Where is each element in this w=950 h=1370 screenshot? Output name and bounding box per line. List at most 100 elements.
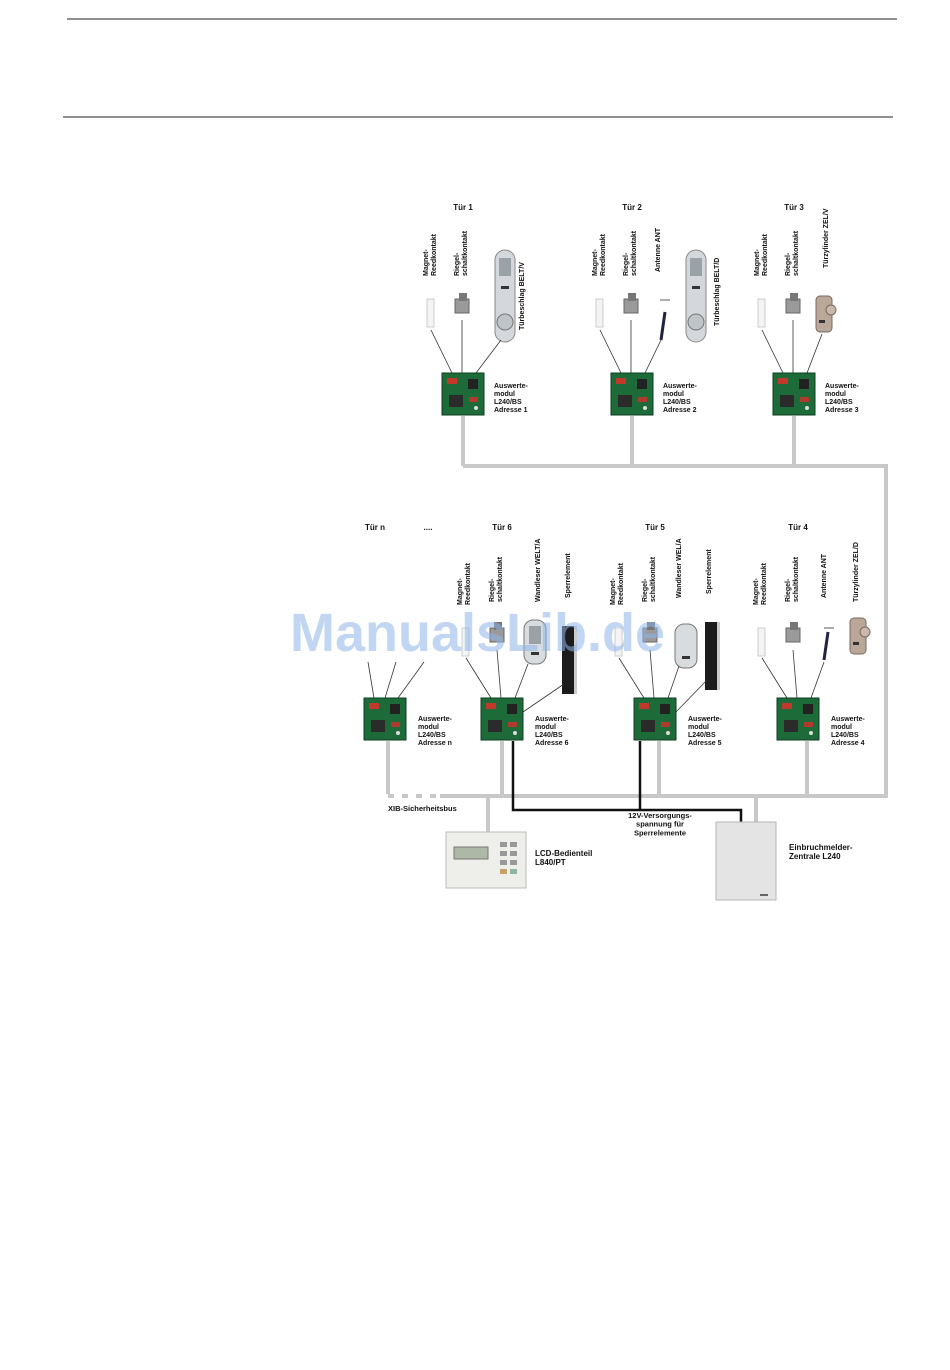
label-bolt-contact: Riegel-schaltkontakt — [785, 230, 800, 276]
label-locking-element: Sperrelement — [565, 553, 572, 598]
door-group-bottom: Tür 6 Magnet-Reedkontakt Riegel-schaltkont… — [457, 523, 577, 747]
door-cylinder-icon — [815, 295, 837, 333]
connection-line — [514, 663, 529, 699]
label-antenna: Antenne ANT — [655, 227, 662, 272]
connection-line — [649, 649, 655, 699]
top-door-row: Tür 1 Magnet-Reedkontakt Riegel-schaltkont… — [423, 203, 860, 416]
connection-line — [384, 661, 397, 699]
connection-line — [675, 679, 708, 713]
lcd-panel — [445, 831, 527, 889]
bolt-switch-icon — [489, 622, 505, 643]
connection-line — [475, 339, 502, 374]
connection-line — [367, 661, 375, 699]
connection-line — [644, 339, 662, 374]
label-locking-element: Sperrelement — [706, 549, 713, 594]
locking-element-icon — [562, 626, 577, 694]
door-cylinder-icon — [849, 617, 871, 655]
label-reed-contact: Magnet-Reedkontakt — [457, 562, 472, 605]
label-bolt-contact: Riegel-schaltkontakt — [785, 556, 800, 602]
label-reed-contact: Magnet-Reedkontakt — [754, 233, 769, 276]
connection-line — [761, 657, 788, 699]
bolt-switch-icon — [623, 293, 639, 314]
connection-line — [397, 661, 425, 699]
antenna-icon — [659, 311, 667, 341]
supply-line — [511, 741, 743, 822]
bolt-switch-icon — [785, 293, 801, 314]
evaluation-module-board — [363, 697, 407, 741]
door-title: Tür 3 — [784, 203, 804, 212]
door-group-bottom: Tür 5 Magnet-Reedkontakt Riegel-schaltkont… — [610, 523, 723, 747]
door-group-top: Tür 3 Magnet-Reedkontakt Riegel-schaltkont… — [754, 203, 860, 416]
label-wall-reader: Wandleser WEL/A — [676, 538, 683, 598]
connection-line — [810, 661, 825, 699]
door-title: Tür 1 — [453, 203, 473, 212]
reed-contact-icon — [595, 298, 604, 328]
reed-contact-icon — [757, 298, 766, 328]
label-bolt-contact: Riegel-schaltkontakt — [454, 230, 469, 276]
door-title: Tür 2 — [622, 203, 642, 212]
bus-label: XIB-Sicherheitsbus — [388, 804, 457, 813]
label-reed-contact: Magnet-Reedkontakt — [592, 233, 607, 276]
connection-line — [599, 329, 622, 374]
door-title: Tür n — [365, 523, 385, 532]
bolt-switch-icon — [642, 622, 658, 643]
reed-contact-icon — [426, 298, 435, 328]
evaluation-module-board — [772, 372, 816, 416]
bolt-switch-icon — [785, 622, 801, 643]
label-reed-contact: Magnet-Reedkontakt — [423, 233, 438, 276]
door-title: Tür 5 — [645, 523, 665, 532]
wall-reader-icon — [674, 623, 698, 669]
connection-line — [465, 657, 492, 699]
locking-element-icon — [705, 622, 720, 690]
central-unit — [715, 821, 777, 901]
door-group-top: Tür 2 Magnet-Reedkontakt Riegel-schaltkont… — [592, 203, 721, 416]
connection-line — [792, 649, 798, 699]
reed-contact-icon — [757, 627, 766, 657]
bus-line — [380, 464, 888, 798]
reed-contact-icon — [614, 627, 623, 657]
door-title: Tür 4 — [788, 523, 808, 532]
evaluation-module-board — [633, 697, 677, 741]
central-unit-label: Einbruchmelder-Zentrale L240 — [789, 843, 853, 861]
label-door-fitting: Türbeschlag BELT/V — [519, 262, 526, 330]
reed-contact-icon — [461, 627, 470, 657]
label-bolt-contact: Riegel-schaltkontakt — [642, 556, 657, 602]
label-bolt-contact: Riegel-schaltkontakt — [489, 556, 504, 602]
door-ellipsis: .... — [424, 523, 433, 532]
antenna-icon — [822, 631, 830, 661]
label-antenna: Antenne ANT — [821, 553, 828, 598]
connection-line — [761, 329, 784, 374]
connection-line — [430, 329, 453, 374]
label-bolt-contact: Riegel-schaltkontakt — [623, 230, 638, 276]
evaluation-module-board — [776, 697, 820, 741]
label-cylinder: Türzylinder ZEL/V — [823, 208, 830, 268]
wall-reader-icon — [523, 619, 547, 665]
connection-line — [522, 683, 565, 713]
watermark: ManualsLib.de — [290, 603, 665, 663]
evaluation-module-board — [610, 372, 654, 416]
door-group-top: Tür 1 Magnet-Reedkontakt Riegel-schaltkont… — [423, 203, 529, 416]
label-cylinder: Türzylinder ZEL/D — [853, 542, 860, 602]
label-door-fitting: Türbeschlag BELT/D — [714, 258, 721, 326]
evaluation-module-board — [441, 372, 485, 416]
label-reed-contact: Magnet-Reedkontakt — [610, 562, 625, 605]
bus-wiring — [380, 416, 888, 832]
connection-line — [618, 657, 645, 699]
connection-line — [806, 333, 823, 374]
evaluation-module-board — [480, 697, 524, 741]
door-title: Tür 6 — [492, 523, 512, 532]
door-handle-keypad-icon — [685, 249, 707, 343]
bolt-switch-icon — [454, 293, 470, 314]
